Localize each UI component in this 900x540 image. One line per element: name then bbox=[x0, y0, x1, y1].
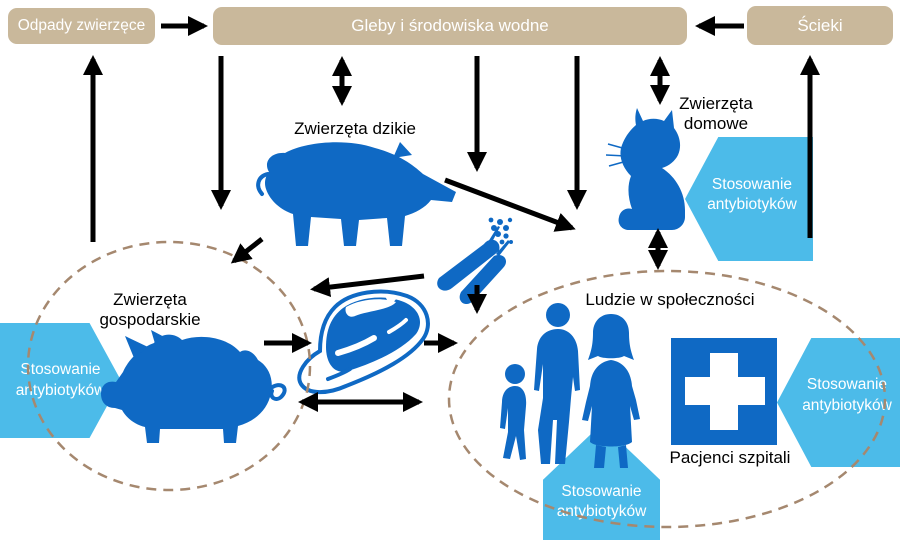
wild-animals-label: Zwierzęta dzikie bbox=[294, 119, 416, 138]
community-label: Ludzie w społeczności bbox=[585, 290, 755, 309]
pig-icon bbox=[101, 330, 287, 443]
hospital-patients-label: Pacjenci szpitali bbox=[669, 448, 791, 467]
soil-water-label: Gleby i środowiska wodne bbox=[351, 16, 549, 35]
boar-icon bbox=[256, 142, 456, 246]
sewage-box: Ścieki bbox=[747, 6, 893, 45]
meat-icon bbox=[297, 289, 430, 395]
soil-water-box: Gleby i środowiska wodne bbox=[213, 7, 687, 45]
family-icon bbox=[500, 303, 640, 468]
animal-waste-box: Odpady zwierzęce bbox=[8, 8, 155, 44]
carrots-icon bbox=[437, 217, 513, 304]
domestic-animals-label: Zwierzęta domowe bbox=[679, 94, 753, 133]
antibiotic-use-label: Stosowanie antybiotyków bbox=[556, 482, 647, 520]
cross-horizontal-bar bbox=[685, 377, 765, 405]
antibiotic-use-box-pets: Stosowanie antybiotyków bbox=[685, 137, 813, 261]
sewage-label: Ścieki bbox=[797, 15, 843, 35]
farm-animals-label: Zwierzęta gospodarskie bbox=[99, 290, 201, 329]
cat-icon bbox=[606, 108, 685, 230]
antibiotic-use-label: Stosowanie antybiotyków bbox=[707, 175, 797, 213]
antibiotic-use-label: Stosowanie antybiotyków bbox=[802, 376, 892, 414]
hospital-cross-icon bbox=[671, 338, 777, 445]
animal-waste-label: Odpady zwierzęce bbox=[17, 17, 146, 34]
